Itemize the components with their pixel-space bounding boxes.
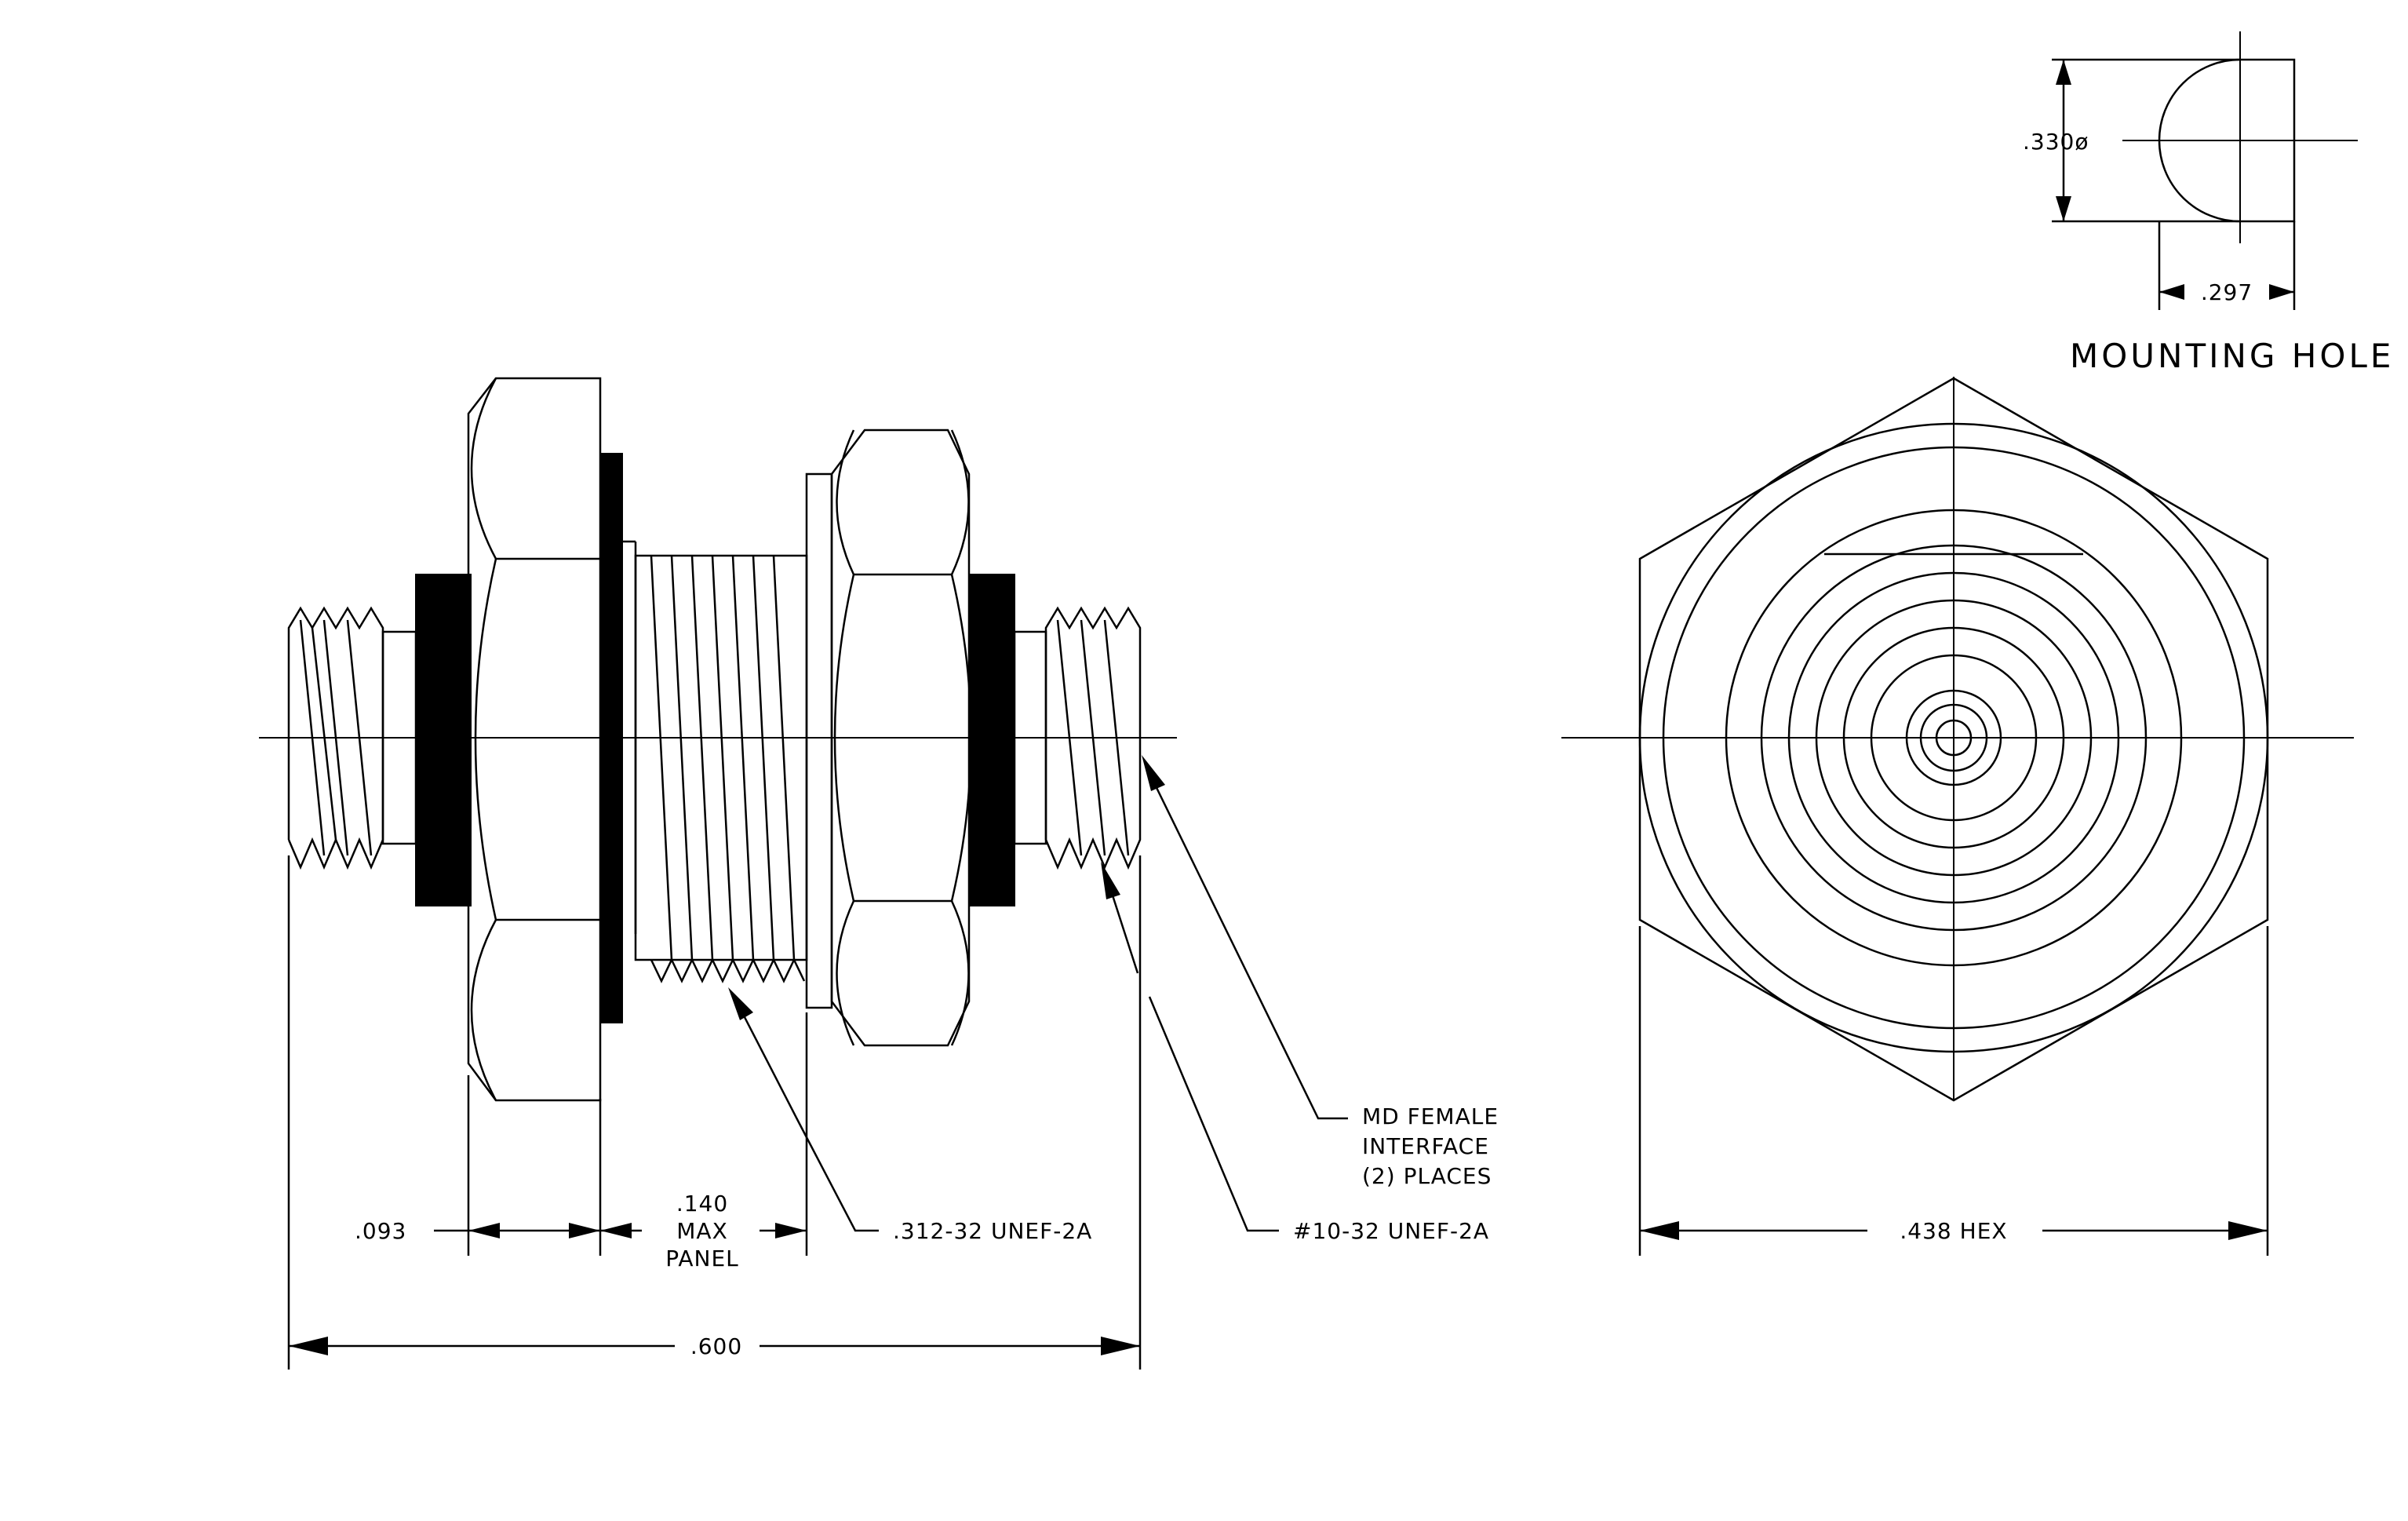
dim-hex-size: .438 HEX (1900, 1218, 2007, 1244)
side-view: .093 .140 MAX PANEL .312-32 UNEF-2A #10-… (259, 377, 1499, 1370)
right-gasket (968, 574, 1015, 906)
panel-washer (805, 472, 833, 1009)
interface-line2: INTERFACE (1362, 1133, 1489, 1159)
dim-093: .093 (355, 1218, 406, 1244)
small-hex-nut (830, 429, 972, 1047)
mounting-hole-detail: .330ø .297 MOUNTING HOLE (2023, 31, 2394, 375)
hex-outline (1638, 377, 2269, 1102)
dim-140: .140 (676, 1191, 728, 1216)
threaded-body (634, 554, 808, 983)
mounting-hole-outline (2158, 58, 2296, 223)
thread-end-label: #10-32 UNEF-2A (1293, 1218, 1489, 1244)
washer (599, 453, 623, 1023)
interface-line1: MD FEMALE (1362, 1103, 1499, 1129)
thread-main-label: .312-32 UNEF-2A (893, 1218, 1092, 1244)
dim-max: MAX (676, 1218, 728, 1244)
interface-line3: (2) PLACES (1362, 1163, 1492, 1189)
dim-panel: PANEL (665, 1246, 738, 1271)
mounting-hole-title: MOUNTING HOLE (2070, 337, 2394, 375)
large-hex-nut (467, 377, 602, 1102)
end-view: .438 HEX (1561, 377, 2354, 1256)
mounting-hole-diameter: .330ø (2023, 129, 2089, 155)
left-gasket (415, 574, 472, 906)
right-threaded-stub (1013, 606, 1142, 870)
mounting-hole-flat-width: .297 (2201, 279, 2253, 305)
dim-overall-length: .600 (690, 1333, 742, 1359)
left-threaded-stub (287, 606, 417, 870)
